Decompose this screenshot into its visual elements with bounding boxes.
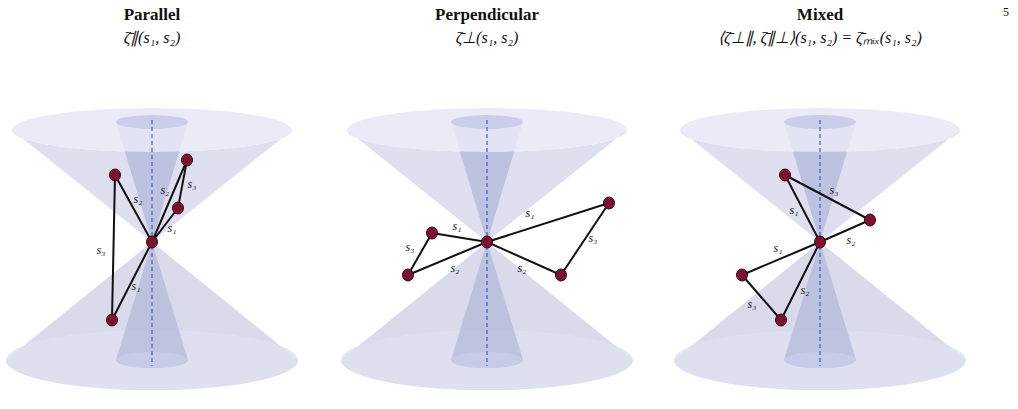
panel-formula: ⟨ζ̄⊥∥, ζ̄∥⊥⟩(s₁, s₂) = ζ̄ₘᵢₓ(s₁, s₂): [718, 30, 922, 46]
segment-label: s₂: [450, 262, 461, 274]
segment-label: s₂: [800, 284, 811, 296]
panel-title: Perpendicular: [435, 6, 539, 23]
segment-label: s₁: [131, 280, 142, 292]
segment-label: s₁: [167, 222, 178, 234]
segment-label: s₂: [846, 234, 857, 246]
segment-label: s₃: [96, 244, 107, 256]
panel-title: Parallel: [124, 6, 181, 23]
segment-label: s₃: [588, 232, 599, 244]
panel-formula: ζ̄⊥(s₁, s₂): [456, 30, 519, 46]
segment-label: s₂: [517, 262, 528, 274]
segment-label: s₃: [829, 184, 840, 196]
segment-label: s₁: [525, 207, 536, 219]
segment-label: s₁: [773, 242, 784, 254]
segment-label: s₂: [160, 184, 171, 196]
page-number: 5: [1003, 6, 1009, 18]
segment-label: s₁: [452, 220, 463, 232]
panel-title: Mixed: [797, 6, 843, 23]
segment-label: s₂: [133, 193, 144, 205]
segment-label: s₃: [187, 178, 198, 190]
panel-formula: ζ̄∥(s₁, s₂): [124, 30, 181, 46]
segment-label: s₃: [747, 298, 758, 310]
segment-label: s₃: [405, 241, 416, 253]
segment-label: s₁: [789, 204, 800, 216]
